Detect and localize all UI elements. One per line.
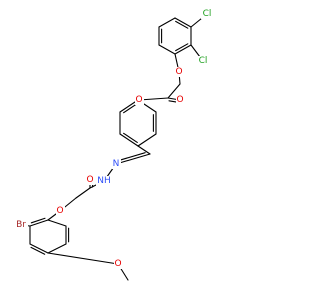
bond-c4-oMe: [47, 252, 119, 265]
bond-b2-b3: [137, 133, 157, 147]
svg-text:NH: NH: [97, 176, 111, 186]
atom-o-aryl-ether-top: O: [175, 67, 184, 77]
atom-cl-ortho: Cl: [197, 56, 209, 67]
atom-o-carbonyl-ester: O: [176, 95, 185, 105]
svg-text:N: N: [113, 159, 120, 169]
bond-chN-n1: [115, 153, 151, 165]
svg-text:O: O: [176, 95, 183, 105]
bond-cAm-ch2b: [75, 187, 91, 199]
atom-cl-top: Cl: [201, 8, 213, 19]
svg-text:Cl: Cl: [199, 56, 208, 66]
svg-text:O: O: [175, 67, 182, 77]
bond-c1-c2: [29, 219, 49, 227]
svg-text:O: O: [56, 206, 63, 216]
bond-c3-c4: [29, 243, 49, 254]
svg-text:Br: Br: [16, 220, 26, 230]
bond-ch2a-cEst: [167, 83, 181, 99]
svg-text:O: O: [86, 175, 93, 185]
atom-o-amide: O: [86, 175, 95, 185]
bond-a3-a4: [158, 44, 176, 55]
bond-c3-c4-second: [30, 246, 46, 255]
bond-b3-b4: [119, 133, 139, 147]
svg-text:Cl: Cl: [203, 9, 212, 19]
bond-a6-a1-second: [175, 20, 189, 29]
bond-chN-n1-second: [118, 152, 146, 161]
atom-o-aryl-ether-bottom: O: [56, 206, 65, 216]
atom-br: Br: [15, 220, 28, 230]
bond-c4-c5: [47, 243, 67, 254]
bond-b5-b6-second: [123, 103, 138, 114]
atom-nh-hydrazide: NH: [96, 176, 112, 186]
atom-o-methoxy: O: [114, 259, 123, 269]
molecule-structure: Cl Cl O O O N NH O: [15, 8, 213, 281]
bond-a5-a6: [158, 17, 176, 28]
bond-a6-a1: [174, 17, 192, 28]
bond-b3-b4-second: [123, 132, 138, 143]
bond-c1-c2-second: [30, 217, 46, 224]
atom-label-layer: Cl Cl O O O N NH O: [15, 8, 213, 269]
atom-n-imine: N: [112, 159, 121, 169]
bond-a2-a3: [174, 44, 192, 55]
svg-text:O: O: [114, 259, 121, 269]
bond-c6-c1: [47, 219, 67, 227]
bond-b3-chN: [137, 145, 151, 155]
svg-text:O: O: [135, 95, 142, 105]
bond-a2-a3-second: [175, 43, 189, 52]
atom-o-ester: O: [135, 95, 144, 105]
bond-layer: [20, 13, 208, 281]
